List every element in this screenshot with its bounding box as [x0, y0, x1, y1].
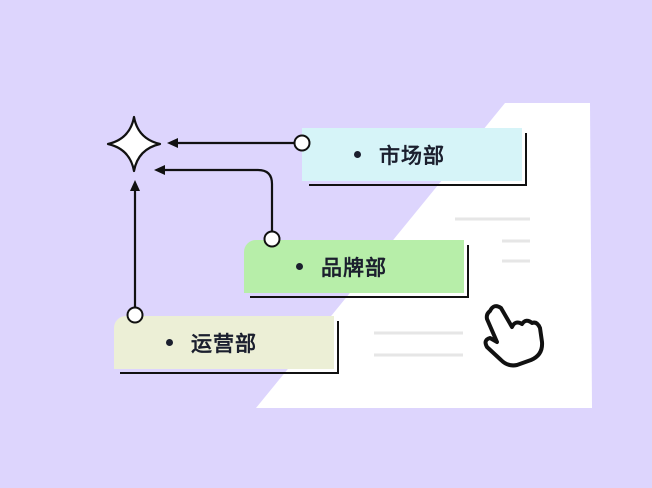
bullet-icon: [296, 263, 303, 270]
pointer-hand-icon: [483, 304, 545, 368]
arrowhead-icon: [154, 165, 165, 175]
department-label: 市场部: [379, 143, 445, 168]
bullet-icon: [354, 151, 361, 158]
connector-brand: [163, 168, 274, 232]
department-card-marketing[interactable]: 市场部: [302, 128, 522, 181]
sparkle-star-icon: [106, 115, 162, 173]
arrowhead-icon: [167, 138, 178, 148]
node-circle: [293, 134, 311, 152]
department-card-brand[interactable]: 品牌部: [244, 240, 464, 293]
department-label: 品牌部: [321, 255, 387, 280]
card-shadow: [250, 245, 469, 298]
bullet-icon: [166, 339, 173, 346]
card-shadow: [309, 133, 527, 186]
document-text-lines: [374, 217, 530, 357]
node-circle: [263, 230, 281, 248]
department-card-operations[interactable]: 运营部: [114, 316, 334, 369]
department-label: 运营部: [191, 331, 257, 356]
arrowhead-icon: [130, 180, 140, 191]
card-shadow: [120, 321, 339, 374]
node-circle: [126, 306, 144, 324]
